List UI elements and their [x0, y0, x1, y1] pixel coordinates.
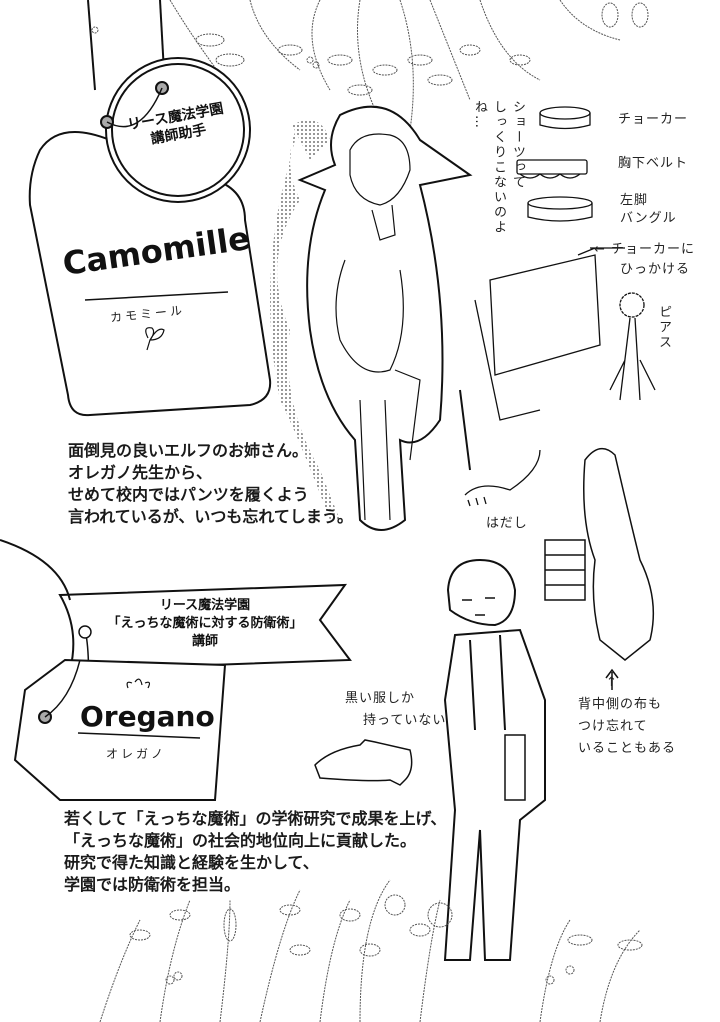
oregano-name-jp: オレガノ — [106, 747, 167, 761]
description-line: 言われているが、いつも忘れてしまう。 — [68, 507, 353, 526]
camomille-back-view-illustration — [544, 447, 655, 690]
description-line: オレガノ先生から、 — [68, 463, 213, 482]
description-line: 若くして「えっちな魔術」の学術研究で成果を上げ、 — [64, 809, 447, 828]
note-piercing: ピアス — [656, 305, 671, 350]
affiliation-line: リース魔法学園 — [159, 598, 251, 613]
screentone-shadow — [270, 120, 340, 520]
note-line: ← チョーカーに — [594, 242, 696, 257]
oregano-figure-illustration — [443, 558, 546, 961]
note-line: つけ忘れて — [578, 719, 648, 734]
description-line: せめて校内ではパンツを履くよう — [68, 485, 309, 504]
camomille-description: 面倒見の良いエルフのお姉さん。 オレガノ先生から、 せめて校内ではパンツを履くよ… — [68, 440, 353, 528]
speech-line: ショーツって — [510, 100, 525, 190]
arrow-up-icon: ↑ — [606, 675, 618, 690]
accessory-sketches — [459, 106, 656, 507]
note-line: いることもある — [578, 741, 677, 756]
note-forgot-back-cloth: ↑ 背中側の布も つけ忘れて いることもある — [578, 672, 676, 760]
note-line: 持っていない — [363, 713, 447, 728]
note-line: 左脚 — [620, 193, 649, 208]
oregano-name-en: Oregano — [80, 700, 215, 733]
oregano-banner-illustration — [0, 539, 352, 701]
note-left-leg-bangle: 左脚 バングル — [620, 192, 677, 228]
bottom-foliage-illustration — [99, 879, 643, 1022]
note-barefoot: はだし — [486, 516, 528, 531]
camomille-tag-illustration — [28, 0, 272, 417]
top-foliage-illustration — [91, 0, 649, 131]
note-line: 背中側の布も — [578, 697, 663, 712]
shoe-sketch-illustration — [314, 739, 413, 786]
oregano-description: 若くして「えっちな魔術」の学術研究で成果を上げ、 「えっちな魔術」の社会的地位向… — [64, 808, 446, 896]
note-line: バングル — [620, 211, 677, 226]
note-underbust-belt: 胸下ベルト — [618, 156, 689, 171]
camomille-speech: ショーツって しっくりこないのよね… — [470, 100, 527, 250]
note-black-clothes-only: 黒い服しか 持っていない — [345, 688, 446, 732]
affiliation-line: 講師 — [191, 634, 218, 649]
note-hook-to-choker: ← チョーカーに ひっかける — [594, 240, 695, 280]
note-line: ひっかける — [620, 262, 691, 277]
note-choker: チョーカー — [618, 112, 689, 127]
description-line: 「えっちな魔術」の社会的地位向上に貢献した。 — [64, 831, 417, 850]
description-line: 面倒見の良いエルフのお姉さん。 — [68, 441, 309, 460]
oregano-tag-illustration — [13, 658, 227, 801]
oregano-affiliation: リース魔法学園 「えっちな魔術に対する防衛術」 講師 — [80, 597, 330, 651]
description-line: 学園では防衛術を担当。 — [64, 875, 241, 894]
description-line: 研究で得た知識と経験を生かして、 — [64, 853, 319, 872]
speech-line: しっくりこないのよね… — [472, 100, 506, 235]
affiliation-line: 「えっちな魔術に対する防衛術」 — [107, 616, 303, 631]
camomille-figure-illustration — [297, 105, 473, 531]
note-line: 黒い服しか — [345, 691, 416, 706]
